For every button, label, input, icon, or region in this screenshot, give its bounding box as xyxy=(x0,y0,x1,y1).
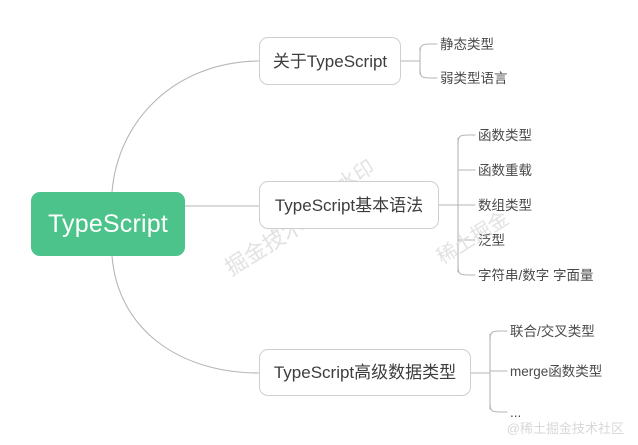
mindmap-leaf-1-3[interactable]: 泛型 xyxy=(478,233,505,248)
mindmap-leaf-2-2[interactable]: ... xyxy=(510,405,522,420)
mindmap-leaf-0-0[interactable]: 静态类型 xyxy=(440,37,494,52)
mindmap-branch-label-0: 关于TypeScript xyxy=(272,51,388,71)
connector-branch-2-leaf-0 xyxy=(489,330,508,341)
mindmap-root-label: TypeScript xyxy=(47,209,169,238)
mindmap-branch-label-2: TypeScript高级数据类型 xyxy=(273,363,457,382)
connector-branch-0-leaf-1 xyxy=(419,68,438,79)
mindmap-leaf-1-0[interactable]: 函数类型 xyxy=(478,128,532,143)
mindmap-leaf-1-4[interactable]: 字符串/数字 字面量 xyxy=(478,268,594,283)
watermark-footer: @稀土掘金技术社区 xyxy=(506,421,624,436)
connector-branch-1-leaf-0 xyxy=(457,134,476,145)
mindmap-leaf-0-1[interactable]: 弱类型语言 xyxy=(440,71,508,86)
mindmap-branch-node-0[interactable]: 关于TypeScript xyxy=(259,37,401,85)
mindmap-leaf-1-2[interactable]: 数组类型 xyxy=(478,198,532,213)
mindmap-leaf-1-1[interactable]: 函数重载 xyxy=(478,163,532,178)
connector-branch-2-leaf-2 xyxy=(489,402,508,413)
mindmap-branch-node-1[interactable]: TypeScript基本语法 xyxy=(259,181,439,229)
mindmap-root-node[interactable]: TypeScript xyxy=(31,192,185,256)
mindmap-leaf-2-0[interactable]: 联合/交叉类型 xyxy=(510,324,595,339)
connector-branch-0-leaf-0 xyxy=(419,43,438,54)
mindmap-branch-label-1: TypeScript基本语法 xyxy=(274,195,424,215)
connector-root-to-branch-0 xyxy=(111,60,260,193)
connector-branch-1-leaf-4 xyxy=(457,265,476,276)
mindmap-branch-node-2[interactable]: TypeScript高级数据类型 xyxy=(259,349,471,396)
mindmap-leaf-2-1[interactable]: merge函数类型 xyxy=(510,364,603,379)
